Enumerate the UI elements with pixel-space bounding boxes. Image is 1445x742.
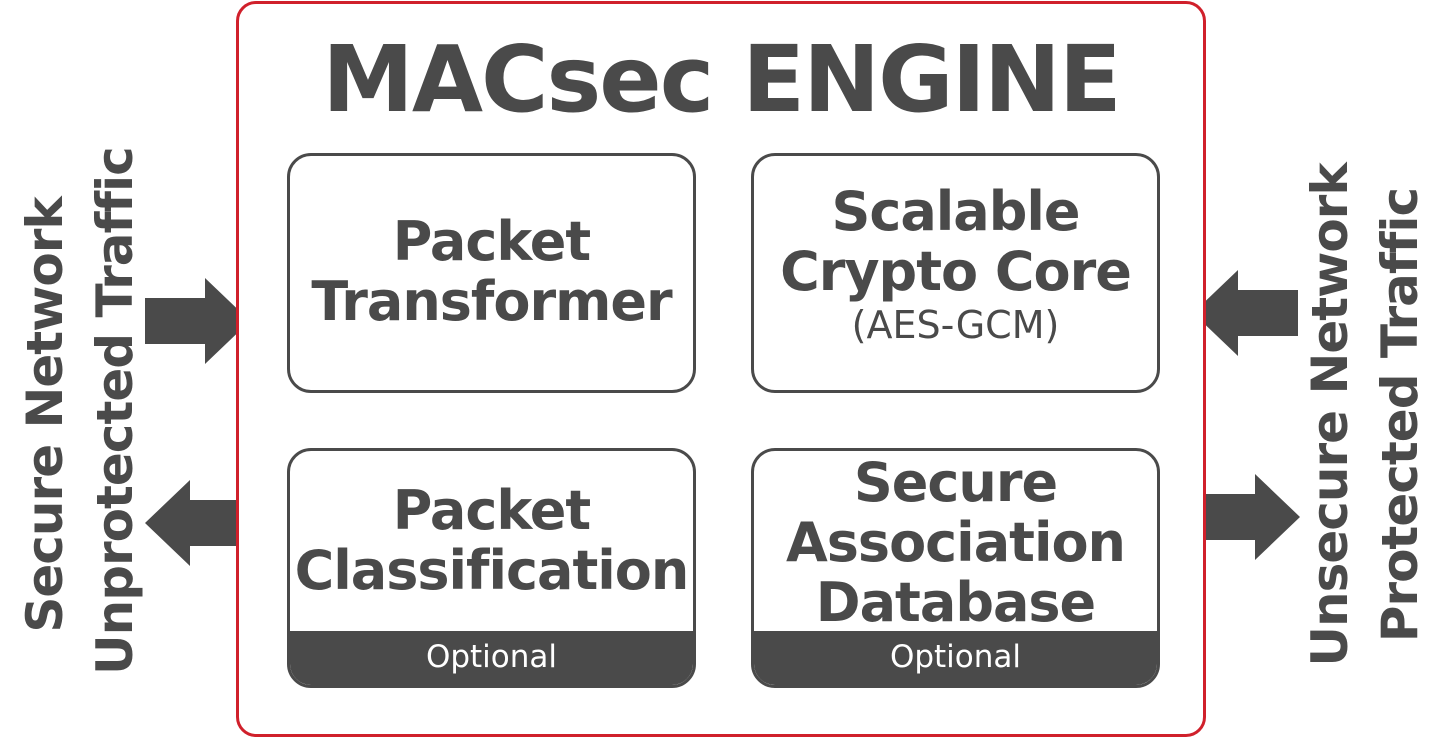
right-line-1: Unsecure Network xyxy=(1301,163,1359,667)
sa-database-block: Secure Association Database Optional xyxy=(751,448,1160,688)
block-label: Association xyxy=(786,511,1126,574)
engine-title: MACsec ENGINE xyxy=(322,26,1121,133)
right-side-label: Unsecure Network Protected Traffic xyxy=(1295,155,1435,675)
block-label: Classification xyxy=(294,539,690,602)
block-label: Scalable xyxy=(831,180,1080,243)
left-side-label: Secure Network Unprotected Traffic xyxy=(10,147,150,675)
block-label: Database xyxy=(815,571,1096,634)
block-label: Transformer xyxy=(311,270,672,333)
packet-classification-block: Packet Classification Optional xyxy=(287,448,696,688)
arrow-right-icon xyxy=(145,278,250,364)
block-label: Secure xyxy=(853,451,1058,514)
optional-badge: Optional xyxy=(754,631,1157,685)
block-label: Crypto Core xyxy=(780,240,1132,303)
arrow-left-icon xyxy=(1193,270,1298,356)
arrow-right-icon xyxy=(1195,474,1300,560)
block-label: Packet xyxy=(392,479,591,542)
packet-transformer-block: Packet Transformer xyxy=(287,153,696,393)
left-line-1: Secure Network xyxy=(16,197,74,633)
crypto-core-block: Scalable Crypto Core (AES-GCM) xyxy=(751,153,1160,393)
left-line-2: Unprotected Traffic xyxy=(86,147,144,675)
optional-badge: Optional xyxy=(290,631,693,685)
arrow-left-icon xyxy=(145,480,250,566)
block-sublabel: (AES-GCM) xyxy=(851,303,1060,347)
block-label: Packet xyxy=(392,210,591,273)
right-line-2: Protected Traffic xyxy=(1371,187,1429,643)
